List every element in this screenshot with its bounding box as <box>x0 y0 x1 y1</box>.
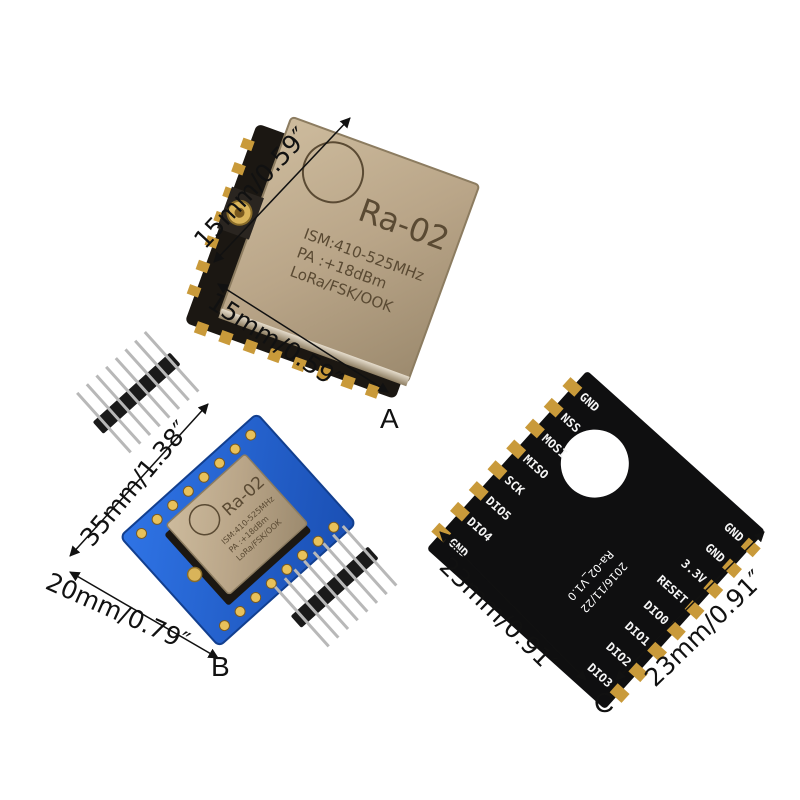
module-c-dim-left-line <box>439 531 587 681</box>
module-a-dim-side-line <box>213 117 351 263</box>
module-b-letter: B <box>211 651 230 682</box>
module-a-letter: A <box>380 403 399 434</box>
module-c-board: GND NSS MOSI MISO SCK DIO5 DIO4 GND GND … <box>428 372 764 708</box>
module-c-letter: C <box>594 687 614 718</box>
module-c-white-circle <box>560 429 629 498</box>
module-b-pin-header-2 <box>274 525 398 648</box>
module-a: Ra-02 ISM:410-525MHz PA :+18dBm LoRa/FSK… <box>186 116 480 434</box>
module-c-dim-right-line <box>615 531 765 681</box>
module-a-dim-bottom-line <box>217 283 389 393</box>
module-c: GND NSS MOSI MISO SCK DIO5 DIO4 GND GND … <box>428 372 770 718</box>
module-b-header-holes-bottom <box>218 521 340 632</box>
module-b-dim-side-line <box>69 403 209 557</box>
module-b-dim-bottom-line <box>69 571 219 659</box>
